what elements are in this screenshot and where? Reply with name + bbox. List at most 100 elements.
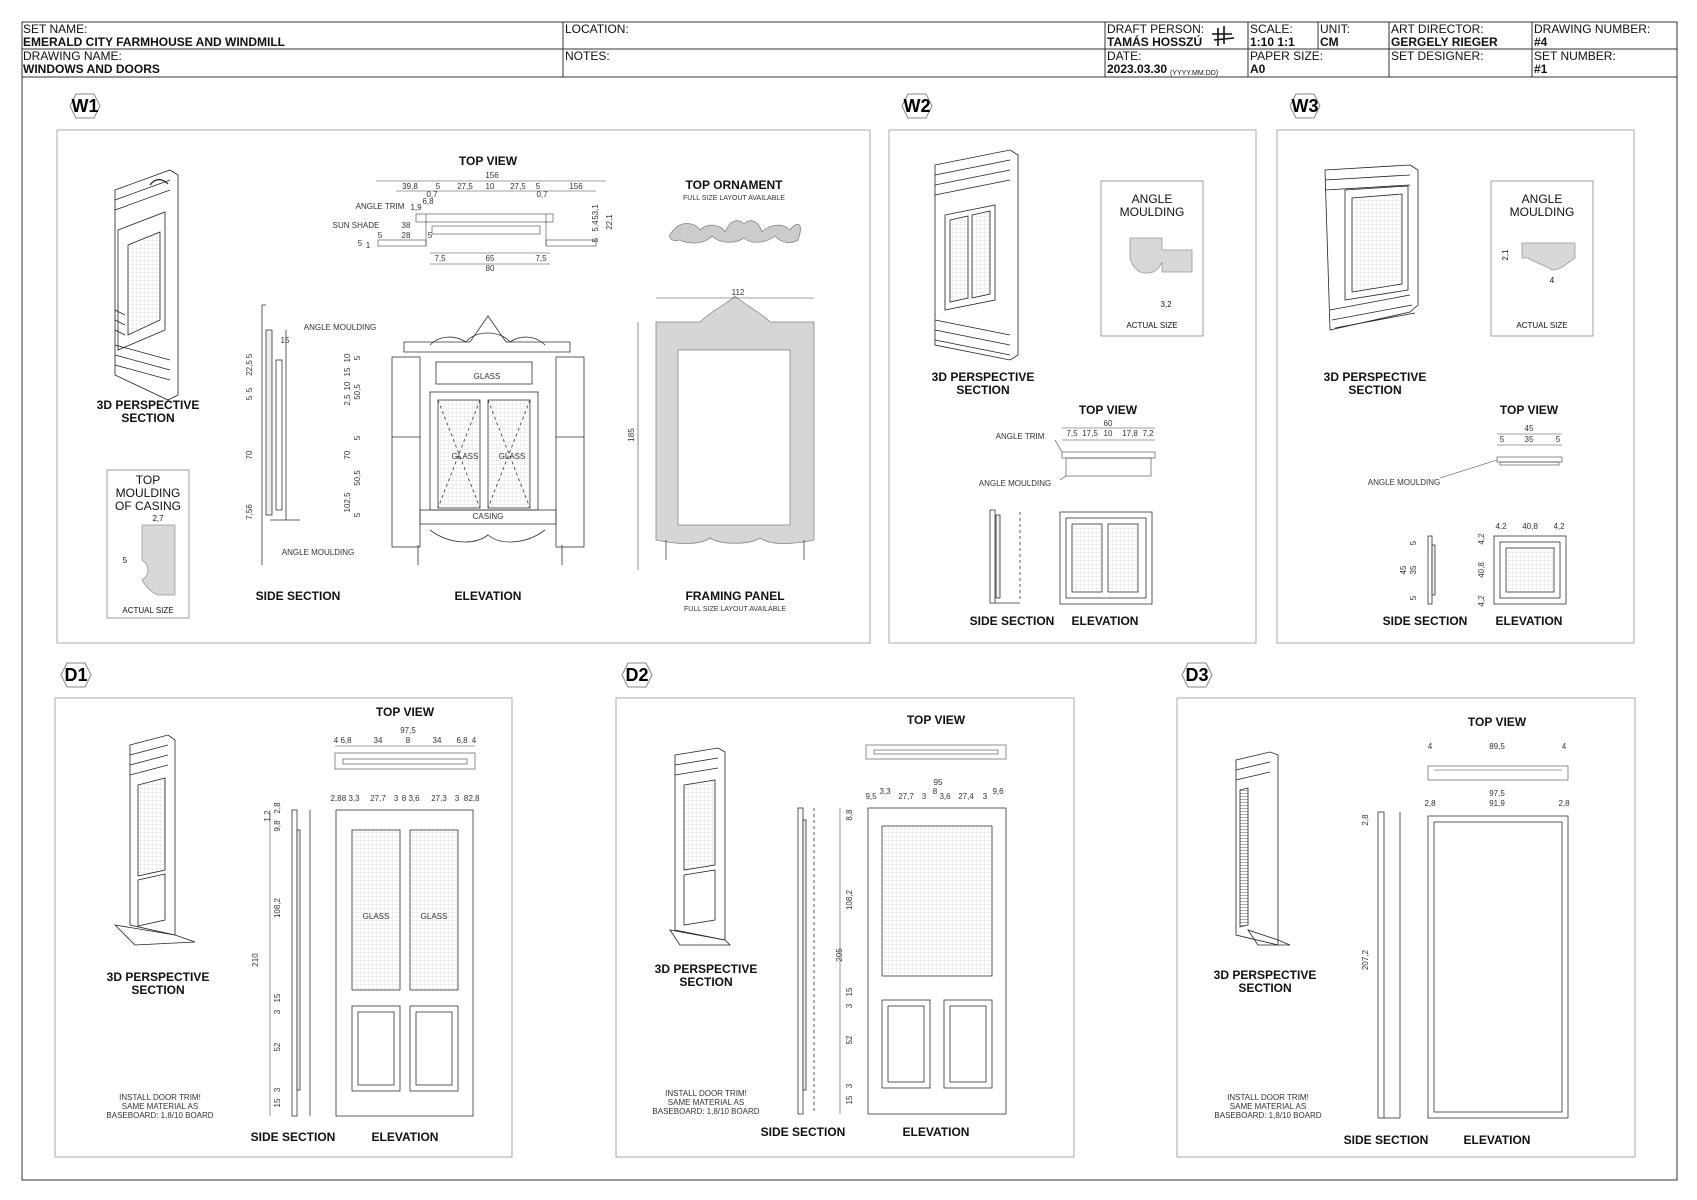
w3-side-section-title: SIDE SECTION (1383, 614, 1468, 628)
d2-dim: 8 (933, 787, 938, 796)
d2-dim: 95 (934, 778, 943, 787)
date-format: (YYYY.MM.DD) (1170, 70, 1219, 77)
w1-dim: 2,5 (343, 492, 352, 504)
w2-top-view-title: TOP VIEW (1079, 403, 1138, 417)
d1-dim: 15 (273, 1098, 282, 1107)
svg-text:D3: D3 (1185, 665, 1208, 685)
d1-glass-left: GLASS (363, 912, 390, 921)
w2-am-dim-h: 2,9 (1131, 244, 1140, 256)
d3-dim: 2,8 (1558, 799, 1570, 808)
d2-dim: 3 (983, 792, 988, 801)
w3-dim: 5 (1500, 435, 1505, 444)
d2-dim: 205 (835, 948, 844, 962)
w3-dim: 40,8 (1477, 562, 1486, 578)
w1-dim: 39,8 (402, 182, 418, 191)
d1-dim: 3 (455, 794, 460, 803)
w3-group: 3D PERSPECTIVE SECTION ANGLE MOULDING AC… (1324, 164, 1594, 628)
svg-text:D1: D1 (64, 665, 87, 685)
w1-dim: 5 (245, 387, 254, 392)
d2-note-1: INSTALL DOOR TRIM! (665, 1089, 747, 1098)
d1-persp-label-2: SECTION (131, 983, 184, 997)
w2-top-view-drawing (1054, 427, 1156, 481)
notes-label: NOTES: (565, 49, 610, 63)
w1-glass-right: GLASS (499, 452, 526, 461)
d3-dim: 4 (1428, 742, 1433, 751)
panel-d3 (1176, 697, 1636, 1158)
d1-dim: 3,6 (408, 794, 420, 803)
d1-side-section (269, 809, 311, 1117)
w3-dim: 35 (1525, 435, 1534, 444)
w2-perspective (934, 149, 1019, 361)
w3-dim: 5 (1409, 595, 1418, 600)
d3-dim: 2,8 (1424, 799, 1436, 808)
w3-dim: 4,2 (1495, 522, 1507, 531)
d1-dim: 3 (273, 1009, 282, 1014)
w1-persp-label-1: 3D PERSPECTIVE (97, 398, 200, 412)
d1-dim: 6,8 (456, 736, 468, 745)
d2-perspective (669, 747, 731, 946)
d2-side-section-title: SIDE SECTION (761, 1125, 846, 1139)
d2-dim: 3,3 (879, 787, 891, 796)
d2-note-3: BASEBOARD: 1,8/10 BOARD (652, 1107, 759, 1116)
d1-dim: 3 (394, 794, 399, 803)
d3-side-section-title: SIDE SECTION (1344, 1133, 1429, 1147)
w1-dim: 53,1 (591, 204, 600, 220)
w3-top-view-drawing (1439, 433, 1563, 479)
w2-actual-size: ACTUAL SIZE (1126, 321, 1177, 330)
d1-dim: 9,8 (273, 820, 282, 832)
w2-dim: 7,5 (1066, 429, 1078, 438)
w1-top-moulding-1: TOP (136, 473, 160, 487)
tag-w2: W2 (901, 93, 933, 119)
panel-w2 (888, 129, 1257, 644)
d2-group: 3D PERSPECTIVE SECTION TOP VIEW 95 9,5 3… (652, 713, 1007, 1139)
w1-dim: 50,5 (353, 470, 362, 486)
d1-dim: 52 (273, 1042, 282, 1051)
d1-dim: 2,8 (273, 802, 282, 814)
w1-top-moulding-2: MOULDING (116, 486, 181, 500)
w1-dim: 156 (569, 182, 583, 191)
w3-persp-label-1: 3D PERSPECTIVE (1324, 370, 1427, 384)
sheet-border (21, 21, 1678, 1181)
d1-dim: 3,3 (348, 794, 360, 803)
tag-d1: D1 (60, 662, 92, 688)
d1-dim: 3 (273, 1087, 282, 1092)
w1-framing-panel-title: FRAMING PANEL (685, 589, 784, 603)
w1-top-view-drawing (376, 180, 606, 265)
d2-dim: 3 (922, 792, 927, 801)
d3-dim: 4 (1562, 742, 1567, 751)
w1-dim: 6,8 (422, 197, 434, 206)
d2-dim: 3,6 (939, 792, 951, 801)
set-number: #1 (1534, 62, 1548, 76)
panel-w1 (56, 129, 871, 644)
d1-dim: 8 (406, 736, 411, 745)
w1-dim: 0,7 (536, 190, 548, 199)
d2-dim: 8,8 (845, 809, 854, 821)
d2-top-view-drawing (865, 744, 1007, 760)
w2-am-dim-w: 3,2 (1160, 300, 1172, 309)
w1-top-moulding-profile (141, 524, 176, 596)
d1-group: 3D PERSPECTIVE SECTION TOP VIEW 97,5 4 6… (106, 705, 480, 1144)
w1-dim: 70 (343, 450, 352, 459)
panel-w3 (1276, 129, 1635, 644)
d1-glass-right: GLASS (421, 912, 448, 921)
w1-dim: 5 (536, 182, 541, 191)
d2-note-2: SAME MATERIAL AS (668, 1098, 744, 1107)
w1-casing: CASING (473, 512, 504, 521)
d1-dim: 1,2 (263, 810, 272, 822)
w1-dim: 5 (353, 435, 362, 440)
d1-side-section-title: SIDE SECTION (251, 1130, 336, 1144)
w1-top-view-title: TOP VIEW (459, 154, 518, 168)
w1-dim: 7,56 (245, 504, 254, 520)
w1-dim: 65 (486, 254, 495, 263)
d1-dim: 27,3 (431, 794, 447, 803)
d1-dim: 210 (251, 953, 260, 967)
w1-group: 3D PERSPECTIVE SECTION TOP MOULDING OF C… (97, 154, 815, 619)
d1-elevation (335, 809, 474, 1117)
w2-dim: 17,5 (1082, 429, 1098, 438)
w1-dim: 1 (366, 241, 371, 250)
w1-dim: 28 (402, 231, 411, 240)
svg-text:W2: W2 (904, 96, 931, 116)
d1-top-view-drawing (334, 745, 476, 770)
d3-persp-label-1: 3D PERSPECTIVE (1214, 968, 1317, 982)
set-name: EMERALD CITY FARMHOUSE AND WINDMILL (23, 35, 285, 49)
